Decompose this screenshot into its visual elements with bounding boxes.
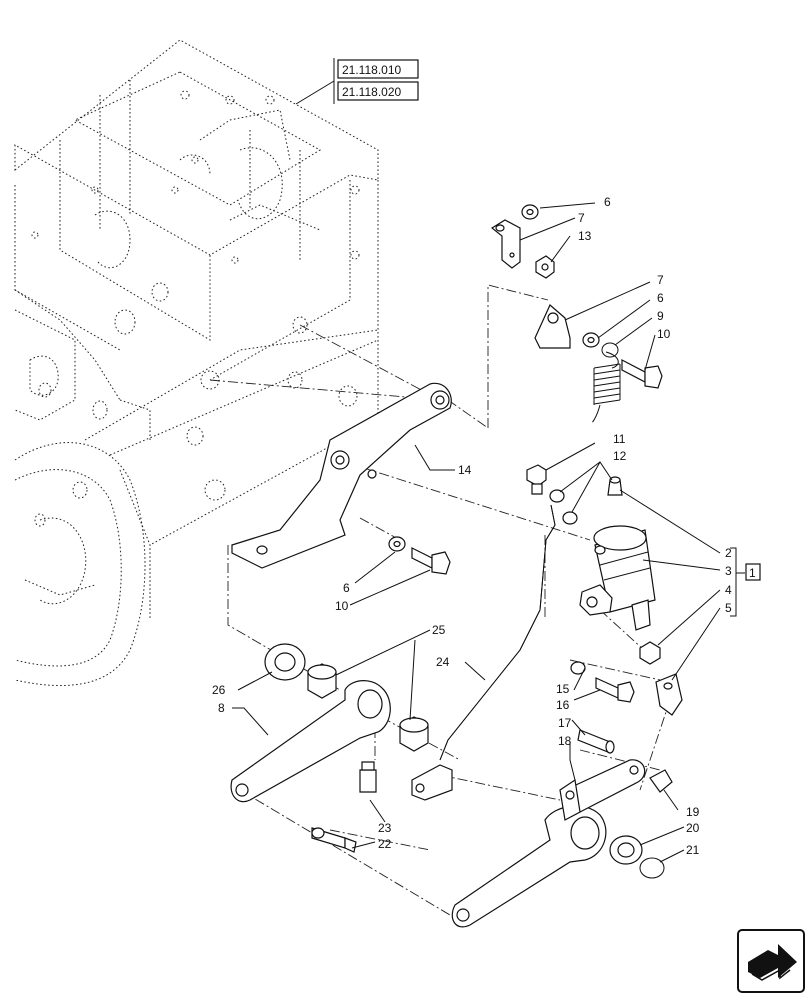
return-spring[interactable]	[592, 351, 621, 423]
reference-box-1[interactable]	[337, 59, 419, 79]
callout-7[interactable]: 7	[578, 211, 585, 225]
sealing-washers-12[interactable]	[549, 489, 578, 525]
washer-low[interactable]	[388, 536, 406, 552]
washer-mid[interactable]	[582, 332, 600, 348]
next-page-arrow-icon[interactable]	[737, 929, 805, 993]
callout-numbers: 6 7 13 7 6 9 10 14 11 12 2 3 1 4 5 6 10 …	[212, 195, 761, 857]
retaining-clip-19[interactable]	[649, 769, 673, 793]
group-box-1[interactable]	[745, 563, 761, 581]
callout-15[interactable]: 15	[556, 682, 570, 696]
callout-13[interactable]: 13	[578, 229, 592, 243]
lever-arm-8[interactable]	[230, 680, 391, 803]
callout-22[interactable]: 22	[378, 837, 392, 851]
clevis-5[interactable]	[655, 673, 683, 716]
nut-13[interactable]	[535, 255, 555, 279]
callout-9[interactable]: 9	[657, 309, 664, 323]
washer-26[interactable]	[264, 643, 306, 681]
master-cylinder-3[interactable]	[579, 525, 656, 631]
callout-6[interactable]: 6	[657, 291, 664, 305]
washer-20[interactable]	[609, 835, 643, 865]
callout-10[interactable]: 10	[657, 327, 671, 341]
bracket-top[interactable]	[490, 219, 521, 269]
callout-11[interactable]: 11	[613, 432, 626, 446]
bushing-25-b[interactable]	[399, 716, 429, 752]
reference-group: 21.118.010 21.118.020	[295, 58, 419, 105]
callout-21[interactable]: 21	[686, 843, 700, 857]
callout-1[interactable]: 1	[749, 566, 756, 580]
callout-3[interactable]: 3	[725, 564, 732, 578]
bleed-screw-11[interactable]	[526, 464, 547, 495]
callout-6[interactable]: 6	[604, 195, 611, 209]
callout-24[interactable]: 24	[436, 655, 450, 669]
bolt-16[interactable]	[595, 677, 635, 703]
pedal-lever-14[interactable]	[231, 382, 452, 569]
pipe-fitting[interactable]	[607, 476, 623, 496]
callout-10[interactable]: 10	[335, 599, 349, 613]
stud-17[interactable]	[577, 729, 615, 754]
leader-lines	[232, 202, 745, 863]
callout-12[interactable]: 12	[613, 449, 627, 463]
transmission-housing-phantom	[14, 39, 379, 687]
clevis-pin-22[interactable]	[311, 827, 357, 853]
callout-26[interactable]: 26	[212, 683, 226, 697]
nut-4[interactable]	[639, 641, 661, 665]
callout-4[interactable]: 4	[725, 583, 732, 597]
bushing-25-a[interactable]	[307, 663, 337, 699]
lever-assembly-18[interactable]	[451, 759, 646, 928]
grease-nipple-23[interactable]	[359, 761, 377, 793]
bolt-10-low[interactable]	[411, 547, 451, 575]
spring-ring[interactable]	[601, 342, 619, 358]
callout-2[interactable]: 2	[725, 546, 732, 560]
callout-8[interactable]: 8	[218, 701, 225, 715]
washer-top[interactable]	[521, 204, 539, 220]
callout-14[interactable]: 14	[458, 463, 472, 477]
callout-17[interactable]: 17	[558, 716, 572, 730]
reference-label-2[interactable]: 21.118.020	[342, 85, 401, 99]
bolt-10-top[interactable]	[621, 359, 663, 389]
circlip-21[interactable]	[639, 857, 665, 879]
callout-5[interactable]: 5	[725, 601, 732, 615]
bracket-mid[interactable]	[534, 304, 571, 349]
callout-23[interactable]: 23	[378, 821, 392, 835]
callout-7[interactable]: 7	[657, 273, 664, 287]
callout-19[interactable]: 19	[686, 805, 700, 819]
hydraulic-pipe-24[interactable]	[411, 504, 556, 801]
callout-16[interactable]: 16	[556, 698, 570, 712]
reference-box-2[interactable]	[337, 81, 419, 101]
callout-25[interactable]: 25	[432, 623, 446, 637]
callout-20[interactable]: 20	[686, 821, 700, 835]
callout-6[interactable]: 6	[343, 581, 350, 595]
callout-18[interactable]: 18	[558, 734, 572, 748]
reference-label-1[interactable]: 21.118.010	[342, 63, 401, 77]
